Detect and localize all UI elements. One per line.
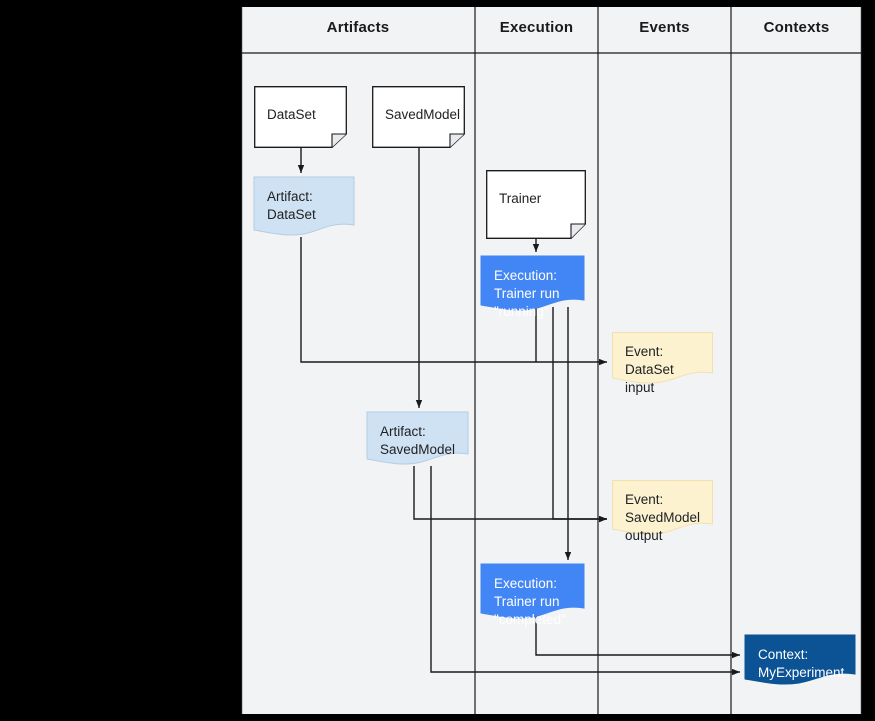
edge-execution-completed-to-context (535, 615, 740, 659)
edge-artifact-savedmodel-to-context (430, 466, 740, 676)
wavy-shape (253, 176, 355, 236)
edge-artifact-savedmodel-to-event-output (413, 466, 607, 523)
node-label: Execution: Trainer run "completed" (494, 576, 566, 627)
node-context-myexperiment[interactable]: Context: MyExperiment (744, 634, 856, 687)
document-shape (372, 86, 465, 148)
node-trainer-document[interactable]: Trainer (486, 170, 586, 239)
node-artifact-savedmodel[interactable]: Artifact: SavedModel (366, 411, 469, 468)
node-savedmodel-document[interactable]: SavedModel (372, 86, 465, 148)
node-label: DataSet (267, 107, 316, 122)
column-header-contexts: Contexts (763, 19, 830, 36)
node-label: SavedModel (385, 107, 461, 122)
wavy-shape (612, 332, 713, 384)
wavy-shape (744, 634, 856, 685)
column-header-events: Events (639, 19, 690, 36)
edge-execution-running-to-event-output (552, 307, 607, 523)
node-event-dataset-input[interactable]: Event: DataSet input (612, 332, 713, 395)
node-label: Artifact: DataSet (267, 189, 316, 222)
document-shape (486, 170, 586, 239)
swimlane-dividers (241, 7, 862, 714)
node-artifact-dataset[interactable]: Artifact: DataSet (253, 176, 355, 239)
node-label: Event: SavedModel output (625, 492, 701, 543)
column-header-execution: Execution (499, 19, 574, 36)
wavy-shape (480, 255, 585, 311)
connector-layer (241, 7, 862, 714)
node-execution-running[interactable]: Execution: Trainer run "running" (480, 255, 585, 319)
document-shape (254, 86, 347, 148)
wavy-shape (480, 563, 585, 619)
node-label: Artifact: SavedModel (380, 424, 456, 457)
node-label: Context: MyExperiment (758, 647, 845, 680)
wavy-shape (612, 480, 713, 535)
node-label: Event: DataSet input (625, 344, 674, 395)
node-dataset-document[interactable]: DataSet (254, 86, 347, 148)
node-label: Trainer (499, 191, 542, 206)
node-label: Execution: Trainer run "running" (494, 268, 560, 319)
node-execution-completed[interactable]: Execution: Trainer run "completed" (480, 563, 585, 627)
node-event-savedmodel-output[interactable]: Event: SavedModel output (612, 480, 713, 543)
wavy-shape (366, 411, 469, 465)
column-header-artifacts: Artifacts (326, 19, 390, 36)
edge-artifact-dataset-to-event-input (300, 237, 607, 366)
diagram-canvas: Artifacts Execution Events Contexts (241, 7, 862, 714)
